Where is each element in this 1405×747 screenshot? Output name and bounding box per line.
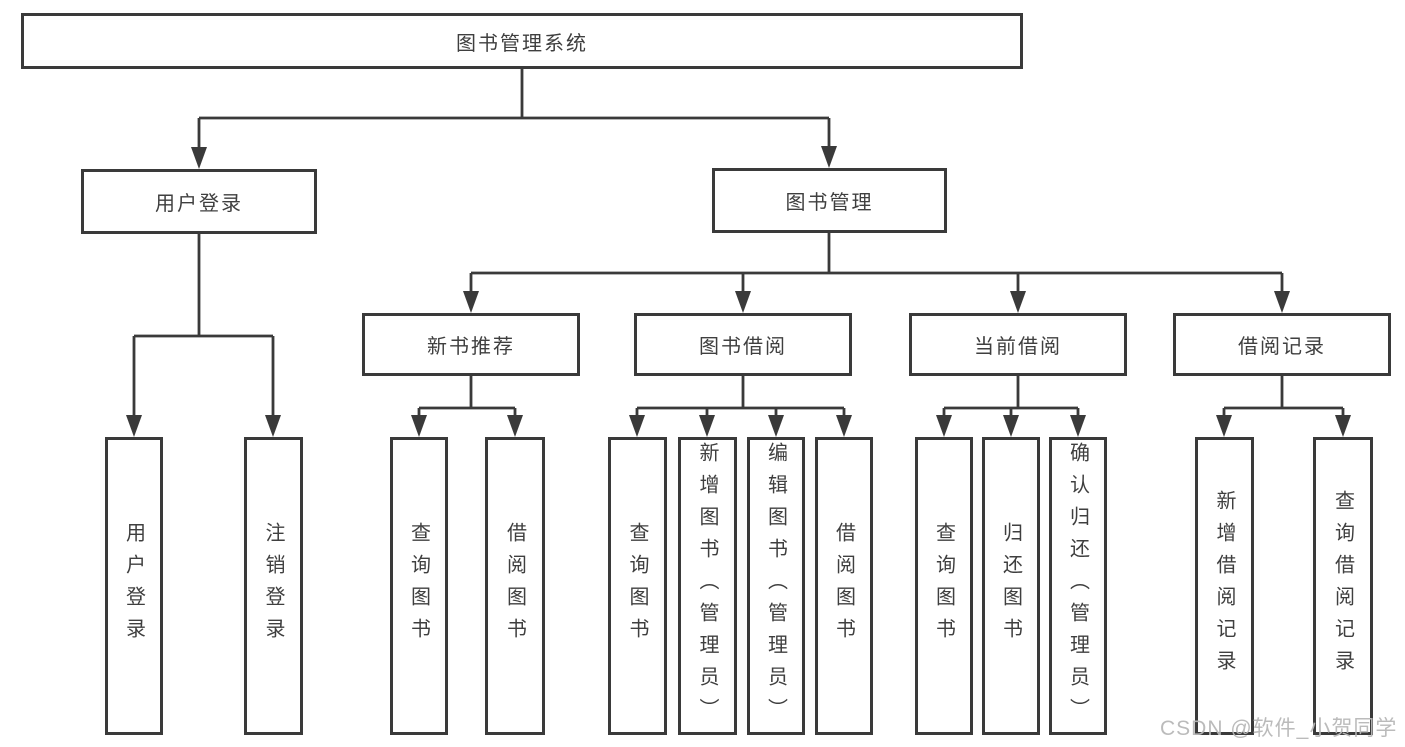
leaf-bb-edit-books-admin: 编辑图书（管理员）	[747, 437, 805, 735]
node-root: 图书管理系统	[21, 13, 1023, 69]
arrowhead-icon	[1274, 291, 1290, 313]
arrowhead-icon	[699, 415, 715, 437]
leaf-nbr-borrow-books: 借阅图书	[485, 437, 545, 735]
node-current-borrowing: 当前借阅	[909, 313, 1127, 376]
arrowhead-icon	[1010, 291, 1026, 313]
arrowhead-icon	[836, 415, 852, 437]
arrowhead-icon	[1003, 415, 1019, 437]
node-new-book-recommend: 新书推荐	[362, 313, 580, 376]
leaf-bb-add-books-admin: 新增图书（管理员）	[678, 437, 737, 735]
arrowhead-icon	[821, 146, 837, 168]
leaf-bb-borrow-books: 借阅图书	[815, 437, 873, 735]
arrowhead-icon	[936, 415, 952, 437]
leaf-cb-confirm-return-admin: 确认归还（管理员）	[1049, 437, 1107, 735]
arrowhead-icon	[629, 415, 645, 437]
arrowhead-icon	[1335, 415, 1351, 437]
node-book-borrowing: 图书借阅	[634, 313, 852, 376]
arrowhead-icon	[191, 147, 207, 169]
leaf-logout: 注销登录	[244, 437, 303, 735]
arrowhead-icon	[126, 415, 142, 437]
leaf-br-add-borrow-record: 新增借阅记录	[1195, 437, 1254, 735]
leaf-br-query-borrow-record: 查询借阅记录	[1313, 437, 1373, 735]
leaf-nbr-query-books: 查询图书	[390, 437, 448, 735]
leaf-user-login: 用户登录	[105, 437, 163, 735]
node-user-login: 用户登录	[81, 169, 317, 234]
arrowhead-icon	[411, 415, 427, 437]
leaf-cb-query-books: 查询图书	[915, 437, 973, 735]
node-borrowing-records: 借阅记录	[1173, 313, 1391, 376]
arrowhead-icon	[1070, 415, 1086, 437]
arrowhead-icon	[507, 415, 523, 437]
arrowhead-icon	[265, 415, 281, 437]
arrowhead-icon	[1216, 415, 1232, 437]
arrowhead-icon	[768, 415, 784, 437]
arrowhead-icon	[463, 291, 479, 313]
connector-lines	[132, 69, 1345, 419]
node-book-management: 图书管理	[712, 168, 947, 233]
csdn-watermark: CSDN @软件_小贺同学	[1160, 717, 1398, 740]
leaf-bb-query-books: 查询图书	[608, 437, 667, 735]
arrowhead-icon	[735, 291, 751, 313]
leaf-cb-return-books: 归还图书	[982, 437, 1040, 735]
